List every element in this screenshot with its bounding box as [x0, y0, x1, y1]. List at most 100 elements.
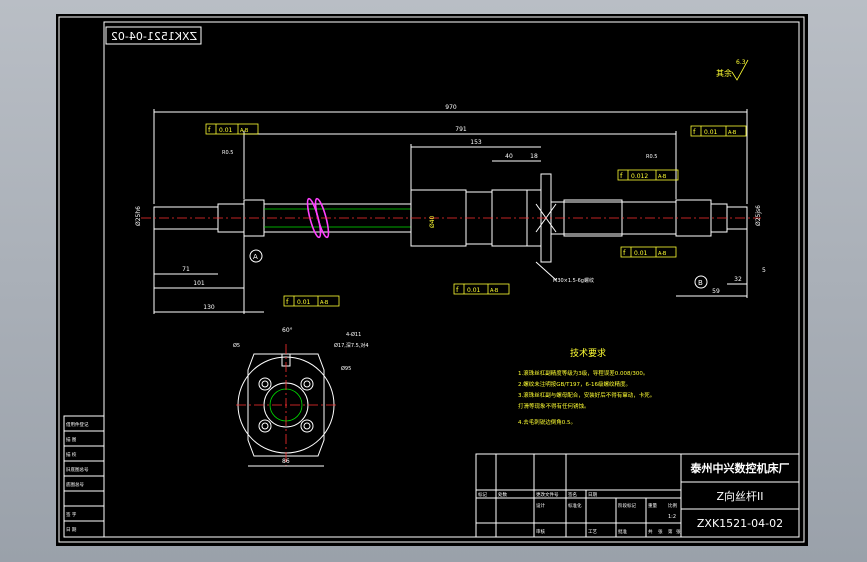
r-note-2: R0.5 — [646, 154, 657, 160]
svg-text:0.01: 0.01 — [297, 299, 311, 306]
dim-32: 32 — [734, 276, 742, 283]
dim-130: 130 — [203, 304, 215, 311]
svg-text:f: f — [620, 172, 623, 180]
svg-text:标准化: 标准化 — [568, 502, 582, 509]
svg-text:f: f — [456, 286, 459, 294]
svg-text:描 图: 描 图 — [66, 436, 77, 443]
title-block: 泰州中兴数控机床厂 Z向丝杆II ZXK1521-04-02 标记 处数 更改文… — [475, 453, 800, 538]
svg-text:设计: 设计 — [536, 502, 545, 509]
svg-text:更改文件号: 更改文件号 — [536, 491, 559, 498]
dim-791: 791 — [455, 126, 467, 133]
svg-text:审核: 审核 — [536, 528, 545, 535]
svg-text:A-B: A-B — [490, 288, 499, 294]
svg-text:签名: 签名 — [568, 491, 577, 498]
svg-text:0.01: 0.01 — [704, 129, 718, 136]
svg-text:0.012: 0.012 — [631, 173, 648, 180]
svg-text:批准: 批准 — [618, 528, 627, 535]
datum-b-symbol — [694, 275, 708, 289]
dim-18: 18 — [530, 153, 538, 160]
tolerance-frame-2: f 0.01 A-B — [690, 125, 747, 137]
drawing-number: ZXK1521-04-02 — [697, 517, 783, 530]
drawing-canvas: ZXK1521-04-02 其余 6.3 — [58, 16, 805, 543]
company-name: 泰州中兴数控机床厂 — [690, 461, 790, 475]
dim-153: 153 — [470, 139, 482, 146]
svg-text:签 字: 签 字 — [66, 511, 77, 518]
tech-item-4: 打滑等现象不得有任何锈蚀。 — [518, 402, 590, 410]
screw-dia: Ø40 — [429, 215, 436, 228]
svg-text:0.01: 0.01 — [634, 250, 648, 257]
datum-a: A — [253, 253, 258, 261]
tolerance-frame-3: f 0.012 A-B — [617, 169, 679, 181]
svg-text:A-B: A-B — [240, 128, 249, 134]
right-shaft-dia: Ø25js6 — [755, 205, 762, 226]
svg-text:底图总号: 底图总号 — [66, 481, 84, 488]
scale: 1:2 — [668, 514, 676, 520]
svg-text:共: 共 — [648, 528, 653, 535]
tech-item-5: 4.去毛刺锐边倒角0.5。 — [518, 418, 576, 426]
svg-text:日 期: 日 期 — [66, 527, 77, 533]
tech-title: 技术要求 — [570, 347, 606, 359]
inner-border — [103, 21, 800, 538]
svg-text:0.01: 0.01 — [219, 127, 233, 134]
tech-requirements: 技术要求 1.滚珠丝杠副精度等级为3级，导程误差0.008/300。 2.螺纹未… — [518, 347, 655, 426]
left-shaft-dia: Ø25h6 — [135, 206, 142, 226]
svg-text:旧底图总号: 旧底图总号 — [66, 466, 89, 473]
dim-60deg: 60° — [282, 327, 293, 334]
hole-note: Ø17,深7.5,对4 — [334, 342, 369, 349]
thread-note: M30×1.5-6g螺纹 — [553, 277, 594, 284]
svg-text:描 校: 描 校 — [66, 451, 77, 458]
dim-40: 40 — [505, 153, 513, 160]
tech-item-1: 1.滚珠丝杠副精度等级为3级，导程误差0.008/300。 — [518, 369, 648, 377]
svg-text:0.01: 0.01 — [467, 287, 481, 294]
drawing-sheet: ZXK1521-04-02 其余 6.3 — [56, 14, 808, 546]
svg-text:张: 张 — [658, 528, 663, 535]
svg-text:A-B: A-B — [728, 130, 737, 136]
dim-86: 86 — [282, 458, 290, 465]
svg-text:工艺: 工艺 — [588, 529, 597, 535]
bottom-dimensions: 71 101 130 59 32 5 — [153, 229, 766, 314]
svg-text:标记: 标记 — [478, 491, 487, 498]
roughness-value: 6.3 — [736, 59, 746, 66]
dim-4x: 4-Ø11 — [346, 331, 361, 338]
svg-text:处数: 处数 — [498, 491, 507, 498]
dim-5s: Ø5 — [233, 342, 240, 349]
svg-text:第: 第 — [668, 528, 673, 535]
tolerance-frame-5: f 0.01 A-B — [453, 283, 510, 295]
svg-text:张: 张 — [676, 528, 681, 535]
tech-item-2: 2.螺纹未注明按GB/T197，6-16级螺纹精度。 — [518, 380, 631, 388]
svg-text:f: f — [623, 249, 626, 257]
svg-text:比例: 比例 — [668, 502, 677, 509]
svg-text:A-B: A-B — [658, 174, 667, 180]
dim-59: 59 — [712, 288, 720, 295]
tech-item-3: 3.滚珠丝杠副与螺母配合，安装好后不得有窜动，卡死。 — [518, 391, 655, 399]
top-dimensions: 970 791 153 40 18 — [153, 104, 748, 204]
svg-text:A-B: A-B — [320, 300, 329, 306]
dim-95: Ø95 — [341, 365, 351, 372]
svg-text:日期: 日期 — [588, 492, 597, 498]
part-name: Z向丝杆II — [716, 489, 763, 503]
dim-overall: 970 — [445, 104, 457, 111]
tolerance-frame-1: f 0.01 A-B — [205, 123, 259, 135]
outer-border — [58, 16, 805, 543]
datum-b: B — [698, 279, 703, 287]
datum-a-symbol — [249, 249, 263, 263]
svg-text:借用件登记: 借用件登记 — [66, 421, 89, 428]
r-note-1: R0.5 — [222, 150, 233, 156]
svg-text:阶段标记: 阶段标记 — [618, 502, 636, 509]
dim-5: 5 — [762, 267, 766, 274]
ballscrew-shaft — [141, 173, 761, 263]
svg-text:A-B: A-B — [658, 251, 667, 257]
mirror-number-box — [105, 26, 202, 45]
svg-text:f: f — [693, 128, 696, 136]
mirrored-number: ZXK1521-04-02 — [111, 30, 197, 43]
svg-text:f: f — [208, 126, 211, 134]
svg-text:f: f — [286, 298, 289, 306]
dim-101: 101 — [193, 280, 205, 287]
tolerance-frame-4: f 0.01 A-B — [620, 246, 677, 258]
tolerance-frame-6: f 0.01 A-B — [283, 295, 340, 307]
left-strip: 借用件登记 描 图 描 校 旧底图总号 底图总号 签 字 日 期 — [63, 415, 105, 538]
svg-text:重量: 重量 — [648, 502, 657, 509]
flange-section-view: 86 60° 4-Ø11 Ø17,深7.5,对4 Ø5 Ø95 — [233, 327, 369, 467]
roughness-symbol — [731, 59, 749, 81]
